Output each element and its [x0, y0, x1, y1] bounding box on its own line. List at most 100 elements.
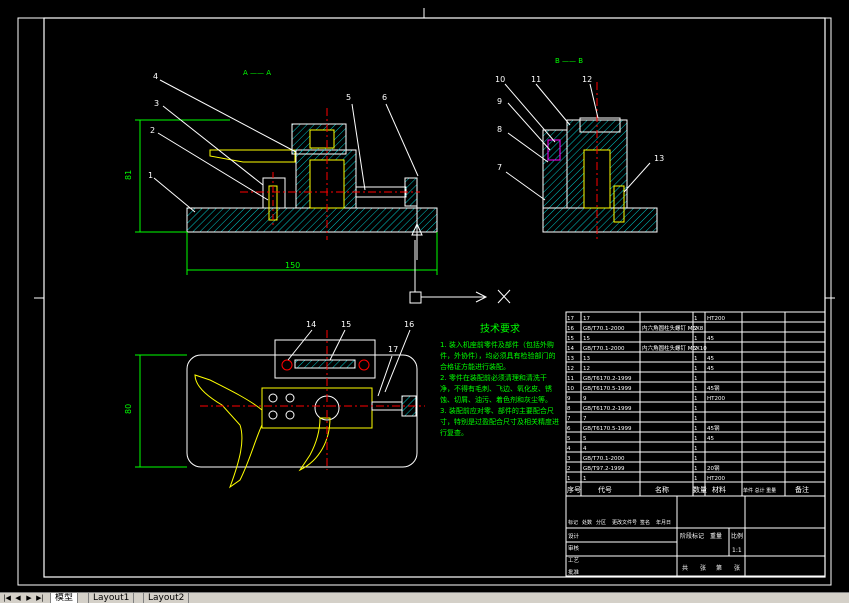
bom-cell: 1: [694, 446, 698, 452]
callout-17: 17: [388, 345, 398, 354]
bom-cell: 4: [567, 446, 571, 452]
tb-bottom-label: 批准: [568, 568, 580, 576]
callout-8: 8: [497, 125, 502, 134]
bom-cell: 45钢: [707, 424, 720, 432]
dim-length: 150: [285, 261, 300, 270]
bom-cell: 2: [694, 326, 698, 332]
section-a-label: A —— A: [243, 69, 271, 77]
tb-row-label: 标记: [568, 519, 578, 526]
tb-sheet-0: 共: [682, 564, 688, 572]
left-post: [262, 177, 286, 209]
bom-cell: 4: [583, 446, 587, 452]
bom-cell: 45: [707, 356, 714, 362]
callout-14: 14: [306, 320, 316, 329]
section-b-label: B —— B: [555, 57, 583, 65]
last-tab-button[interactable]: ▶|: [36, 594, 44, 602]
tb-sheet-2: 第: [716, 564, 722, 572]
callout-5: 5: [346, 93, 351, 102]
side-left-block: [542, 129, 568, 209]
plan-fork-right: [298, 417, 331, 472]
bom-cell: 8: [567, 406, 571, 412]
bom-cell: 1: [567, 476, 571, 482]
side-top: [579, 117, 621, 133]
tb-bottom-label: 设计: [568, 532, 580, 540]
bom-cell: 1: [694, 376, 698, 382]
bom-cell: 45钢: [707, 384, 720, 392]
callout-2: 2: [150, 126, 155, 135]
plan-view[interactable]: 80 14 15 16 17: [124, 320, 425, 489]
bom-cell: 15: [567, 336, 574, 342]
callout-leaders-plan: [287, 329, 411, 397]
callout-4: 4: [153, 72, 158, 81]
title-block[interactable]: 标记处数分区更改文件号签名年月日设计审核工艺批准 阶段标记 重量 比例 1:1 …: [565, 495, 826, 577]
tech-title: 技术要求: [480, 322, 520, 335]
side-left-bolt: [547, 139, 561, 161]
base-plate: [186, 207, 438, 233]
bom-cell: 1: [694, 406, 698, 412]
bom-cell: GB/T70.1-2000: [583, 346, 625, 352]
bom-cell: 11: [567, 376, 574, 382]
tab-model[interactable]: 模型: [50, 593, 79, 603]
plan-hole-3: [268, 410, 278, 420]
dim-height: 81: [124, 170, 133, 180]
bom-cell: 45: [707, 436, 714, 442]
side-section-view[interactable]: B —— B 10 11 12 9 8 7 13: [495, 57, 664, 242]
callout-6: 6: [382, 93, 387, 102]
bom-cell: 1: [694, 386, 698, 392]
callout-13: 13: [654, 154, 664, 163]
plan-fork-workpiece: [194, 374, 263, 489]
bom-header-material: 材料: [712, 485, 726, 494]
tb-bottom-label: 工艺: [568, 557, 580, 564]
bom-cell: 10: [567, 386, 574, 392]
ucs-icon: [409, 240, 511, 304]
plan-screw-right: [358, 359, 370, 371]
bom-cell: 15: [583, 336, 590, 342]
prev-tab-button[interactable]: ◀: [15, 594, 21, 602]
tab-layout2[interactable]: Layout2: [143, 593, 190, 603]
bom-cell: 9: [583, 396, 587, 402]
plan-screw-left: [281, 359, 293, 371]
bom-cell: 16: [567, 326, 574, 332]
bom-cell: 1: [694, 416, 698, 422]
bom-cell: 1: [694, 356, 698, 362]
bom-cell: 6: [567, 426, 571, 432]
plan-top-block: [274, 339, 376, 379]
dim-width: 80: [124, 404, 133, 414]
bom-cell: GB/T70.1-2000: [583, 456, 625, 462]
tab-layout1[interactable]: Layout1: [88, 593, 135, 603]
callout-leaders-side: [504, 83, 651, 201]
bom-cell: 12: [567, 366, 574, 372]
front-section-view[interactable]: A —— A 81 150: [124, 69, 438, 275]
tech-item-1: 1. 装入机座前零件及部件（包括外购件，外协件），均必须具有检验部门的合格证方能…: [440, 341, 556, 371]
tb-bottom-label: 审核: [568, 544, 580, 552]
next-tab-button[interactable]: ▶: [26, 594, 32, 602]
callout-11: 11: [531, 75, 541, 84]
bom-cell: 内六角圆柱头螺钉 M6X10: [642, 344, 707, 352]
bom-cell: GB/T97.2-1999: [583, 466, 625, 472]
bom-cell: GB/T6170.5-1999: [583, 386, 632, 392]
bom-cell: GB/T70.1-2000: [583, 326, 625, 332]
tech-requirements: 技术要求 1. 装入机座前零件及部件（包括外购件，外协件），均必须具有检验部门的…: [440, 322, 559, 437]
bom-cell: 9: [567, 396, 571, 402]
section-arrow-a-head: [411, 222, 423, 236]
bom-header-code: 代号: [598, 485, 612, 494]
tb-row-label: 年月日: [656, 519, 671, 526]
bom-cell: 13: [583, 356, 590, 362]
bom-cell: 7: [583, 416, 587, 422]
tech-item-2: 2. 零件在装配前必须清理和清洗干净，不得有毛刺、飞边、氧化皮、锈蚀、切屑、油污…: [440, 374, 552, 404]
bom-cell: 1: [694, 396, 698, 402]
bom-cell: 1: [694, 316, 698, 322]
plan-clamp-body: [261, 387, 373, 429]
drawing-border-outer: [17, 17, 832, 586]
bom-cell: 5: [583, 436, 587, 442]
bom-cell: 7: [567, 416, 571, 422]
plan-bar: [294, 359, 356, 369]
tb-row-label: 更改文件号: [612, 519, 637, 526]
callout-15: 15: [341, 320, 351, 329]
first-tab-button[interactable]: |◀: [3, 594, 11, 602]
bom-cell: 1: [694, 336, 698, 342]
